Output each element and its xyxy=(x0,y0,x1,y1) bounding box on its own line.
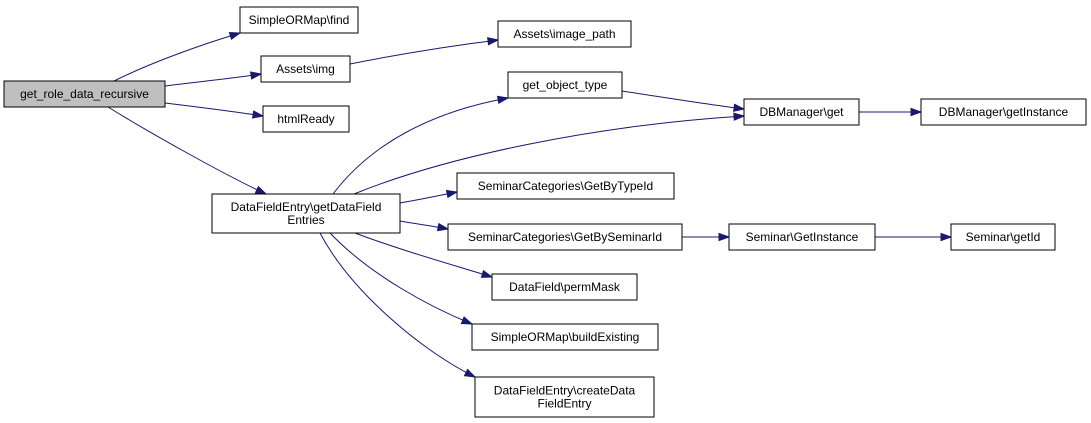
arrowhead-icon xyxy=(445,189,459,199)
arrowhead-icon xyxy=(496,95,510,104)
node-label: SeminarCategories\GetByTypeId xyxy=(478,179,653,193)
edge-getdatafieldentries-to-buildexisting xyxy=(329,232,474,325)
node-label: SimpleORMap\find xyxy=(249,13,350,27)
arrowhead-icon xyxy=(460,316,474,325)
edge-getdatafieldentries-to-dbget xyxy=(353,112,746,195)
node-box xyxy=(507,71,623,99)
node-label: Assets\image_path xyxy=(513,27,615,41)
edge-line xyxy=(164,73,262,87)
edge-root-to-img xyxy=(164,71,263,87)
nodes-layer: get_role_data_recursive SimpleORMap\findA… xyxy=(3,6,1087,418)
node-label: Entries xyxy=(287,213,324,227)
edge-getdatafieldentries-to-createdatafieldentry xyxy=(319,232,477,378)
node-box xyxy=(239,6,359,34)
edge-line xyxy=(354,232,493,278)
node-label: DataField\permMask xyxy=(509,280,621,294)
node-box xyxy=(211,193,401,234)
edge-line xyxy=(164,102,264,117)
node-label: Seminar\GetInstance xyxy=(746,230,859,244)
arrowhead-icon xyxy=(910,107,923,117)
node-getbyseminarid[interactable]: SeminarCategories\GetBySeminarId xyxy=(447,223,683,251)
node-box xyxy=(950,223,1056,251)
edge-get_object_type-to-dbget xyxy=(621,90,746,112)
edge-line xyxy=(319,232,476,378)
node-htmlready[interactable]: htmlReady xyxy=(262,105,350,133)
edge-line xyxy=(329,232,473,325)
node-label: Assets\img xyxy=(276,62,335,76)
node-label: FieldEntry xyxy=(537,397,591,411)
edge-line xyxy=(332,97,509,195)
node-seminargetinstance[interactable]: Seminar\GetInstance xyxy=(728,223,876,251)
edges-layer xyxy=(107,31,953,378)
node-box xyxy=(474,376,655,418)
arrowhead-icon xyxy=(718,232,731,242)
arrowhead-icon xyxy=(480,269,494,278)
node-dbget[interactable]: DBManager\get xyxy=(743,98,860,126)
edge-getdatafieldentries-to-get_object_type xyxy=(332,95,510,195)
node-dbgetinstance[interactable]: DBManager\getInstance xyxy=(920,98,1087,126)
node-buildexisting[interactable]: SimpleORMap\buildExisting xyxy=(471,323,659,351)
node-root[interactable]: get_role_data_recursive xyxy=(3,80,166,108)
edge-seminargetinstance-to-seminargetid xyxy=(875,232,953,242)
node-box xyxy=(3,80,166,108)
node-img[interactable]: Assets\img xyxy=(260,55,351,83)
node-box xyxy=(456,172,675,200)
arrowhead-icon xyxy=(940,232,953,242)
arrowhead-icon xyxy=(463,368,477,378)
node-label: DataFieldEntry\createData xyxy=(494,384,636,398)
edge-root-to-htmlready xyxy=(164,102,265,119)
node-box xyxy=(920,98,1087,126)
node-label: DBManager\get xyxy=(759,105,844,119)
node-box xyxy=(471,323,659,351)
node-box xyxy=(491,273,638,301)
node-label: DBManager\getInstance xyxy=(939,105,1069,119)
arrowhead-icon xyxy=(249,71,263,80)
node-label: get_object_type xyxy=(523,78,608,92)
arrowhead-icon xyxy=(228,31,242,41)
edge-getdatafieldentries-to-getbyseminarid xyxy=(399,220,450,232)
node-label: SimpleORMap\buildExisting xyxy=(491,330,640,344)
node-find[interactable]: SimpleORMap\find xyxy=(239,6,359,34)
node-box xyxy=(743,98,860,126)
node-get_object_type[interactable]: get_object_type xyxy=(507,71,623,99)
arrowhead-icon xyxy=(733,112,746,121)
node-box xyxy=(260,55,351,83)
edge-line xyxy=(621,90,745,110)
edge-getdatafieldentries-to-permmask xyxy=(354,232,494,278)
arrowhead-icon xyxy=(487,37,500,46)
edge-line xyxy=(107,106,267,195)
edge-img-to-image_path xyxy=(349,37,500,65)
arrowhead-icon xyxy=(436,222,450,232)
edge-getdatafieldentries-to-getbytypeid xyxy=(399,189,459,204)
node-seminargetid[interactable]: Seminar\getId xyxy=(950,223,1056,251)
arrowhead-icon xyxy=(254,185,268,195)
node-getbytypeid[interactable]: SeminarCategories\GetByTypeId xyxy=(456,172,675,200)
edge-root-to-find xyxy=(113,31,242,82)
arrowhead-icon xyxy=(251,110,265,119)
edge-line xyxy=(353,115,745,195)
node-box xyxy=(447,223,683,251)
node-box xyxy=(262,105,350,133)
node-box xyxy=(497,20,632,48)
edge-line xyxy=(349,39,499,65)
edge-getbyseminarid-to-seminargetinstance xyxy=(682,232,731,242)
edge-root-to-getdatafieldentries xyxy=(107,106,268,195)
node-permmask[interactable]: DataField\permMask xyxy=(491,273,638,301)
node-label: SeminarCategories\GetBySeminarId xyxy=(468,230,662,244)
node-label: htmlReady xyxy=(277,112,334,126)
edge-dbget-to-dbgetinstance xyxy=(859,107,923,117)
arrowhead-icon xyxy=(733,103,746,112)
edge-line xyxy=(113,32,241,82)
node-label: DataFieldEntry\getDataField xyxy=(231,200,382,214)
node-label: Seminar\getId xyxy=(966,230,1041,244)
node-image_path[interactable]: Assets\image_path xyxy=(497,20,632,48)
node-label: get_role_data_recursive xyxy=(20,87,149,101)
node-box xyxy=(728,223,876,251)
